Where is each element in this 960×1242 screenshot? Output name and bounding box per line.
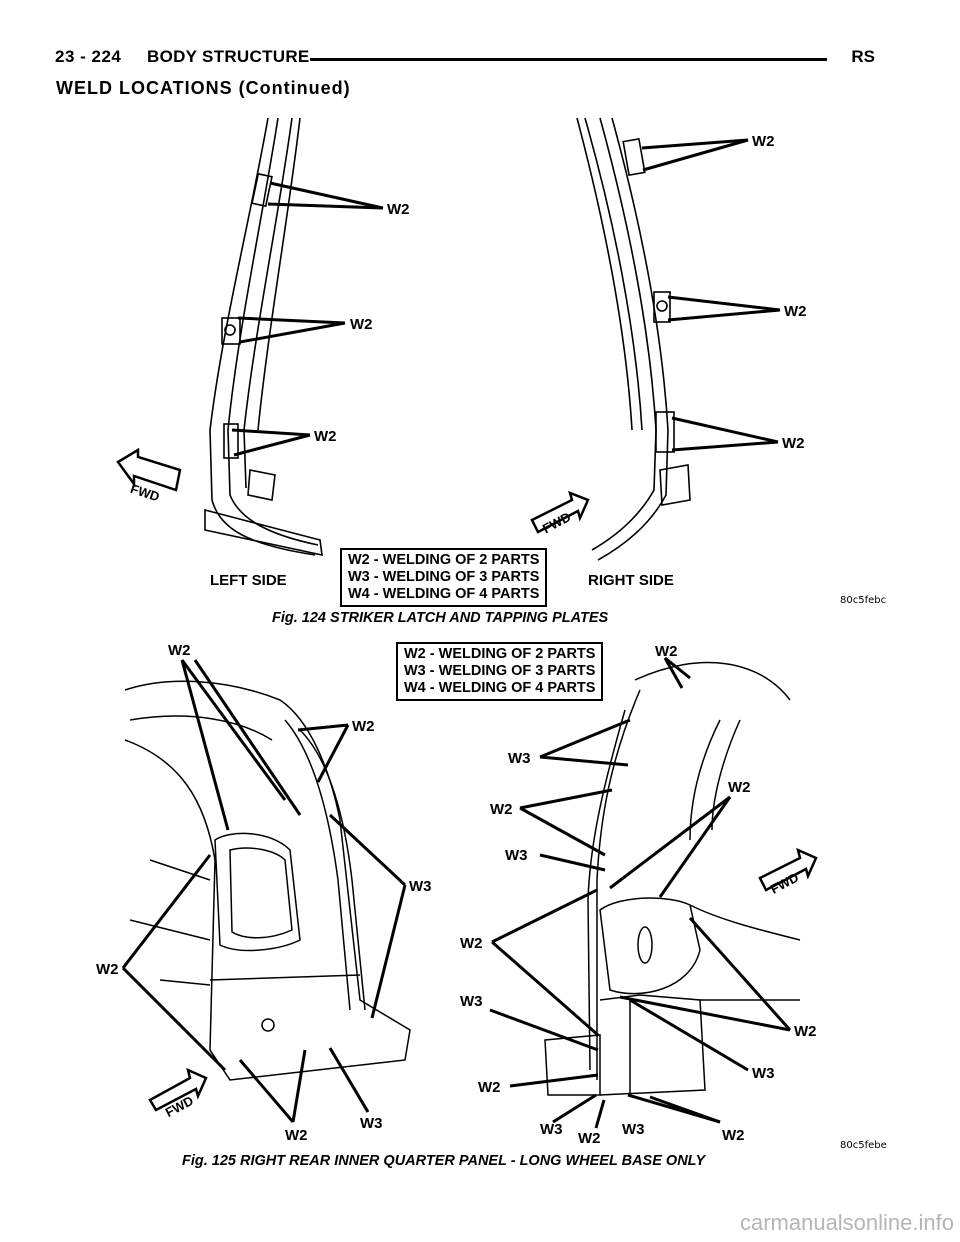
callout-125-w2-i: W2 — [794, 1023, 817, 1040]
figure-code-124: 80c5febc — [840, 595, 887, 606]
callout-125-w2-j: W2 — [478, 1079, 501, 1096]
callout-125-w2-l: W2 — [722, 1127, 745, 1144]
callout-w2-2: W2 — [350, 316, 373, 333]
callout-125-w3-h: W3 — [622, 1121, 645, 1138]
callout-125-w3-f: W3 — [752, 1065, 775, 1082]
callout-125-w2-a: W2 — [168, 642, 191, 659]
left-side-label: LEFT SIDE — [210, 572, 287, 589]
figure-caption-124: Fig. 124 STRIKER LATCH AND TAPPING PLATE… — [272, 610, 609, 626]
callout-125-w2-d: W2 — [285, 1127, 308, 1144]
manual-code: RS — [851, 47, 875, 66]
callout-125-w2-f: W2 — [490, 801, 513, 818]
callout-w2-3: W2 — [314, 428, 337, 445]
weld-legend-125: W2 - WELDING OF 2 PARTS W3 - WELDING OF … — [396, 642, 604, 701]
callout-125-w3-d: W3 — [505, 847, 528, 864]
fwd-arrow-125-left — [148, 1067, 208, 1112]
legend-item: W3 - WELDING OF 3 PARTS — [348, 569, 540, 585]
callout-125-w2-h: W2 — [460, 935, 483, 952]
callout-w2-1: W2 — [387, 201, 410, 218]
weld-legend-124: W2 - WELDING OF 2 PARTS W3 - WELDING OF … — [340, 548, 548, 607]
callout-125-w2-g: W2 — [728, 779, 751, 796]
right-side-label: RIGHT SIDE — [588, 572, 674, 589]
legend-item: W4 - WELDING OF 4 PARTS — [348, 586, 540, 602]
section-title: BODY STRUCTURE — [147, 47, 310, 66]
fwd-arrow-left — [116, 447, 182, 492]
watermark: carmanualsonline.info — [739, 1210, 954, 1235]
right-side-pillar — [576, 117, 691, 561]
callout-125-w3-e: W3 — [460, 993, 483, 1010]
fwd-arrow-right — [530, 490, 590, 534]
figure-caption-125: Fig. 125 RIGHT REAR INNER QUARTER PANEL … — [182, 1153, 706, 1169]
page-number: 23 - 224 — [55, 47, 122, 66]
callout-125-w2-c: W2 — [96, 961, 119, 978]
callout-125-w2-b: W2 — [352, 718, 375, 735]
callout-w2-5: W2 — [784, 303, 807, 320]
callout-w2-6: W2 — [782, 435, 805, 452]
legend-item: W2 - WELDING OF 2 PARTS — [404, 646, 596, 662]
figure-code-125: 80c5febe — [840, 1140, 887, 1151]
left-side-pillar — [204, 117, 323, 557]
callout-125-w3-b: W3 — [360, 1115, 383, 1132]
callout-125-w2-k: W2 — [578, 1130, 601, 1147]
callout-w2-4: W2 — [752, 133, 775, 150]
header-rule — [310, 58, 827, 61]
callout-125-w3-g: W3 — [540, 1121, 563, 1138]
figure-125-drawing — [124, 661, 801, 1096]
callout-125-w3-c: W3 — [508, 750, 531, 767]
legend-item: W4 - WELDING OF 4 PARTS — [404, 680, 596, 696]
legend-item: W2 - WELDING OF 2 PARTS — [348, 552, 540, 568]
legend-item: W3 - WELDING OF 3 PARTS — [404, 663, 596, 679]
page-subtitle: WELD LOCATIONS (Continued) — [56, 78, 351, 98]
fwd-arrow-125-right — [758, 847, 818, 892]
page-header: 23 - 224 BODY STRUCTURE RS — [55, 47, 875, 73]
callout-125-w3-a: W3 — [409, 878, 432, 895]
callout-125-w2-e: W2 — [655, 643, 678, 660]
